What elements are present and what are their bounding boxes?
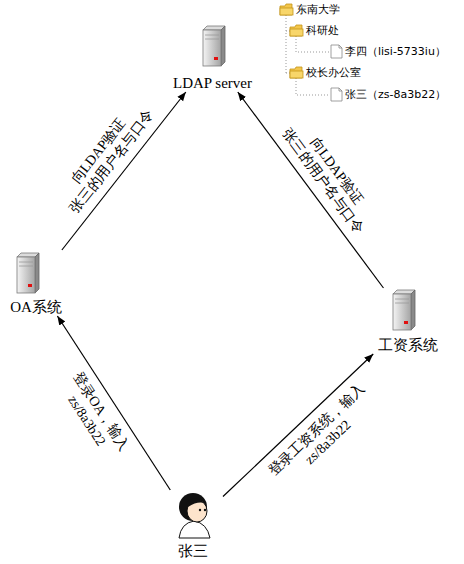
- tree-item-label: 张三（zs-8a3b22）: [345, 88, 446, 102]
- file-icon: [331, 88, 342, 101]
- edge-label: 登录工资系统，输入 zs/8a3b22: [261, 377, 382, 495]
- node-label: LDAP server: [173, 74, 252, 92]
- node-label: 张三: [178, 542, 208, 560]
- server-icon: [393, 290, 415, 330]
- edge-label: 登录OA，输入 zs/8a3b22: [52, 365, 135, 467]
- folder-icon: [280, 4, 293, 15]
- system-node: 工资系统: [362, 288, 454, 354]
- tree-item-label: 科研处: [306, 24, 339, 38]
- server-icon: [17, 253, 39, 293]
- node-label: 工资系统: [378, 336, 438, 354]
- folder-icon: [290, 25, 303, 36]
- system-node: LDAP server: [155, 24, 270, 92]
- folder-icon: [290, 67, 303, 78]
- person-icon: [179, 493, 210, 538]
- edge-label: 向LDAP验证 张三的用户名与口令: [276, 111, 384, 240]
- arrow-connector: [238, 92, 384, 288]
- tree-item-label: 李四（lisi-5733iu）: [345, 45, 446, 59]
- file-icon: [331, 45, 342, 58]
- tree-item-label: 校长办公室: [306, 66, 361, 80]
- edge-label: 向LDAP验证 张三的用户名与口令: [50, 93, 160, 220]
- system-node: OA系统: [0, 250, 72, 316]
- system-node: 张三: [163, 490, 223, 560]
- tree-item-label: 东南大学: [296, 3, 340, 17]
- node-label: OA系统: [10, 298, 62, 316]
- server-icon: [203, 26, 225, 66]
